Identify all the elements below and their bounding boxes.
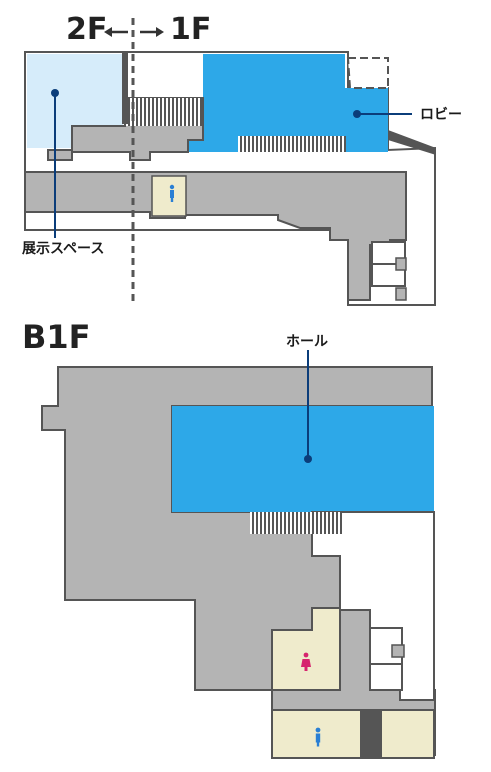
entrance-ramp [388,130,436,155]
restroom-icon [169,184,175,202]
lobby-label: ロビー [420,107,462,123]
women-restroom-icon [301,652,311,671]
restroom-1f [151,175,187,217]
upper-floor-plan [24,18,436,306]
men-restroom-icon [315,727,321,747]
floor-label-2f: 2F [66,12,108,47]
b1f-service-room-2 [369,663,403,691]
hall-area [172,406,434,512]
floor-label-b1f: B1F [22,318,91,356]
women-restroom [271,607,341,691]
b1f-floor-plan [41,350,436,759]
floor-arrows [104,27,164,37]
stairs-b1f [250,512,342,534]
stairs-2f [124,98,202,126]
floor-label-1f: 1F [170,12,212,47]
lobby-area [188,54,388,152]
b1f-service-room-1 [369,627,403,665]
elevator-shaft [360,710,382,758]
lobby-elevator [346,57,389,89]
hall-label: ホール [286,334,328,350]
stairs-lobby [238,136,346,152]
lower-corridor [24,171,407,301]
men-restroom [271,709,435,759]
exhibit-space-label: 展示スペース [22,241,105,257]
